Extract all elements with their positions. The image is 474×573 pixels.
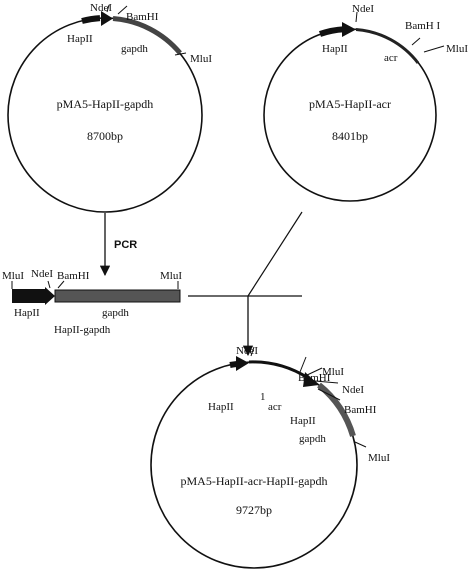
linear-fragment: MluI NdeI BamHI MluI HapII gapdh HapII-g…	[2, 268, 182, 336]
plasmid-2-size: 8401bp	[332, 129, 368, 143]
plasmid-2-site2-label: BamH I	[405, 20, 440, 32]
fragment-site1-label: NdeI	[31, 268, 53, 280]
plasmid-1-site2-label: BamHI	[126, 11, 159, 23]
plasmid-3-promoter1-arrowhead	[236, 356, 249, 371]
pcr-step: PCR	[99, 213, 137, 277]
fragment-name: HapII-gapdh	[54, 324, 111, 336]
plasmid-1-size: 8700bp	[87, 129, 123, 143]
fragment-promoter-block	[12, 289, 45, 303]
plasmid-3-site2-label: BamHI	[298, 372, 331, 384]
fragment-right-site-label: MluI	[160, 270, 182, 282]
fragment-gene-block	[54, 289, 181, 303]
plasmid-3-promoter2-label: HapII	[290, 415, 316, 427]
plasmid-3-site5-tick	[317, 388, 341, 401]
fragment-promoter-label: HapII	[14, 307, 40, 319]
fragment-site1-tick	[47, 280, 51, 289]
plasmid-3-site1-label: NdeI	[236, 345, 258, 357]
fragment-left-site-label: MluI	[2, 270, 24, 282]
plasmid-2-site3-label: MluI	[446, 43, 468, 55]
plasmid-3-size: 9727bp	[236, 503, 272, 517]
plasmid-2: NdeI BamH I MluI HapII acr pMA5-HapII-ac…	[263, 3, 468, 202]
plasmid-1: NdeI BamHI HapII gapdh MluI pMA5-HapII-g…	[7, 2, 212, 213]
plasmid-1-site2-tick	[117, 5, 128, 15]
plasmid-3-site5-label: BamHI	[344, 404, 377, 416]
plasmid-1-site3-tick	[174, 52, 187, 56]
plasmid-2-to-junction-line	[247, 211, 303, 297]
plasmid-2-promoter-arrow	[318, 26, 345, 37]
plasmid-3-promoter1-arrow	[229, 361, 238, 368]
plasmid-1-gene-band	[112, 16, 182, 55]
plasmid-3-site6-tick	[354, 441, 367, 448]
plasmid-2-promoter-arrowhead	[342, 22, 356, 37]
plasmid-3-site6-label: MluI	[368, 452, 390, 464]
plasmid-3-promoter1-label: HapII	[208, 401, 234, 413]
plasmid-3-site2-tick	[299, 356, 307, 373]
ligation-connectors	[188, 211, 303, 357]
plasmid-3-site3-tick	[304, 367, 323, 377]
plasmid-3-name: pMA5-HapII-acr-HapII-gapdh	[180, 474, 327, 488]
plasmid-3-gene1-label: acr	[268, 401, 282, 413]
plasmid-2-gene-label: acr	[384, 52, 398, 64]
plasmid-1-site1-label: NdeI	[90, 2, 112, 14]
pcr-label: PCR	[114, 239, 137, 251]
plasmid-2-site1-label: NdeI	[352, 3, 374, 15]
plasmid-1-name: pMA5-HapII-gapdh	[57, 97, 154, 111]
plasmid-3: NdeI 1 HapII acr BamHI MluI NdeI BamHI H…	[150, 345, 390, 569]
plasmid-3-promoter2-arrowhead	[303, 372, 319, 387]
plasmid-2-site2-tick	[411, 37, 421, 46]
plasmid-2-site3-tick	[423, 45, 445, 53]
plasmid-2-name: pMA5-HapII-acr	[309, 97, 391, 111]
plasmid-1-site3-label: MluI	[190, 53, 212, 65]
fragment-gene-label: gapdh	[102, 307, 129, 319]
plasmid-3-site1-tick	[250, 346, 255, 357]
plasmid-3-gene1-band	[248, 360, 309, 380]
plasmid-3-gene2-band	[317, 382, 356, 437]
fragment-promoter-arrowhead	[45, 287, 55, 305]
plasmid-1-gene-label: gapdh	[121, 43, 148, 55]
plasmid-3-gene2-label: gapdh	[299, 433, 326, 445]
plasmid-3-site4-tick	[314, 380, 339, 384]
plasmid-3-site3-label: MluI	[322, 366, 344, 378]
plasmid-3-marker-label: 1	[260, 391, 266, 403]
plasmid-1-promoter-arrowhead	[101, 11, 113, 26]
fragment-site2-label: BamHI	[57, 270, 90, 282]
plasmid-1-promoter-label: HapII	[67, 33, 93, 45]
fragment-site2-tick	[57, 280, 65, 289]
plasmid-2-gene-band	[355, 28, 420, 64]
plasmid-2-promoter-label: HapII	[322, 43, 348, 55]
plasmid-2-site1-tick	[355, 11, 358, 23]
plasmid-3-site4-label: NdeI	[342, 384, 364, 396]
plasmid-1-promoter-arrow	[81, 15, 101, 24]
plasmid-1-site1-tick	[106, 4, 110, 13]
